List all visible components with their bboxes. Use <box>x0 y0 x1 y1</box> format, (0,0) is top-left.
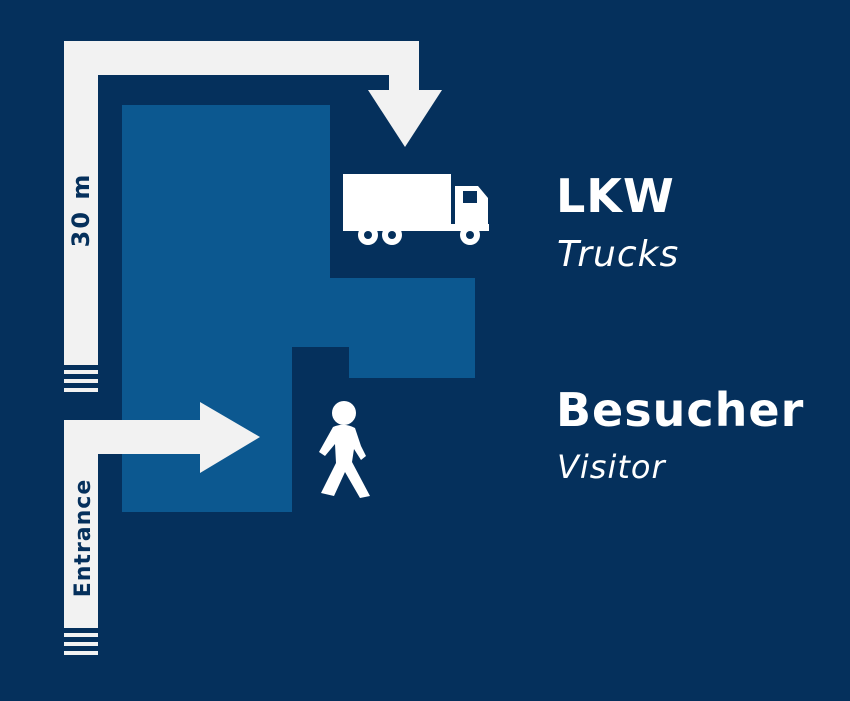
entrance-label: Entrance <box>71 479 96 598</box>
truck-icon <box>343 174 489 245</box>
distance-label: 30 m <box>67 173 95 248</box>
entrance-hatch-marks <box>64 633 98 655</box>
visitors-subtitle: Visitor <box>557 448 666 486</box>
visitor-route-arrow <box>64 402 260 628</box>
trucks-subtitle: Trucks <box>557 234 680 275</box>
truck-route-arrow <box>64 41 442 365</box>
trucks-title: LKW <box>556 169 675 223</box>
visitors-title: Besucher <box>556 383 805 437</box>
pedestrian-icon <box>319 401 370 498</box>
distance-hatch-marks <box>64 370 98 392</box>
